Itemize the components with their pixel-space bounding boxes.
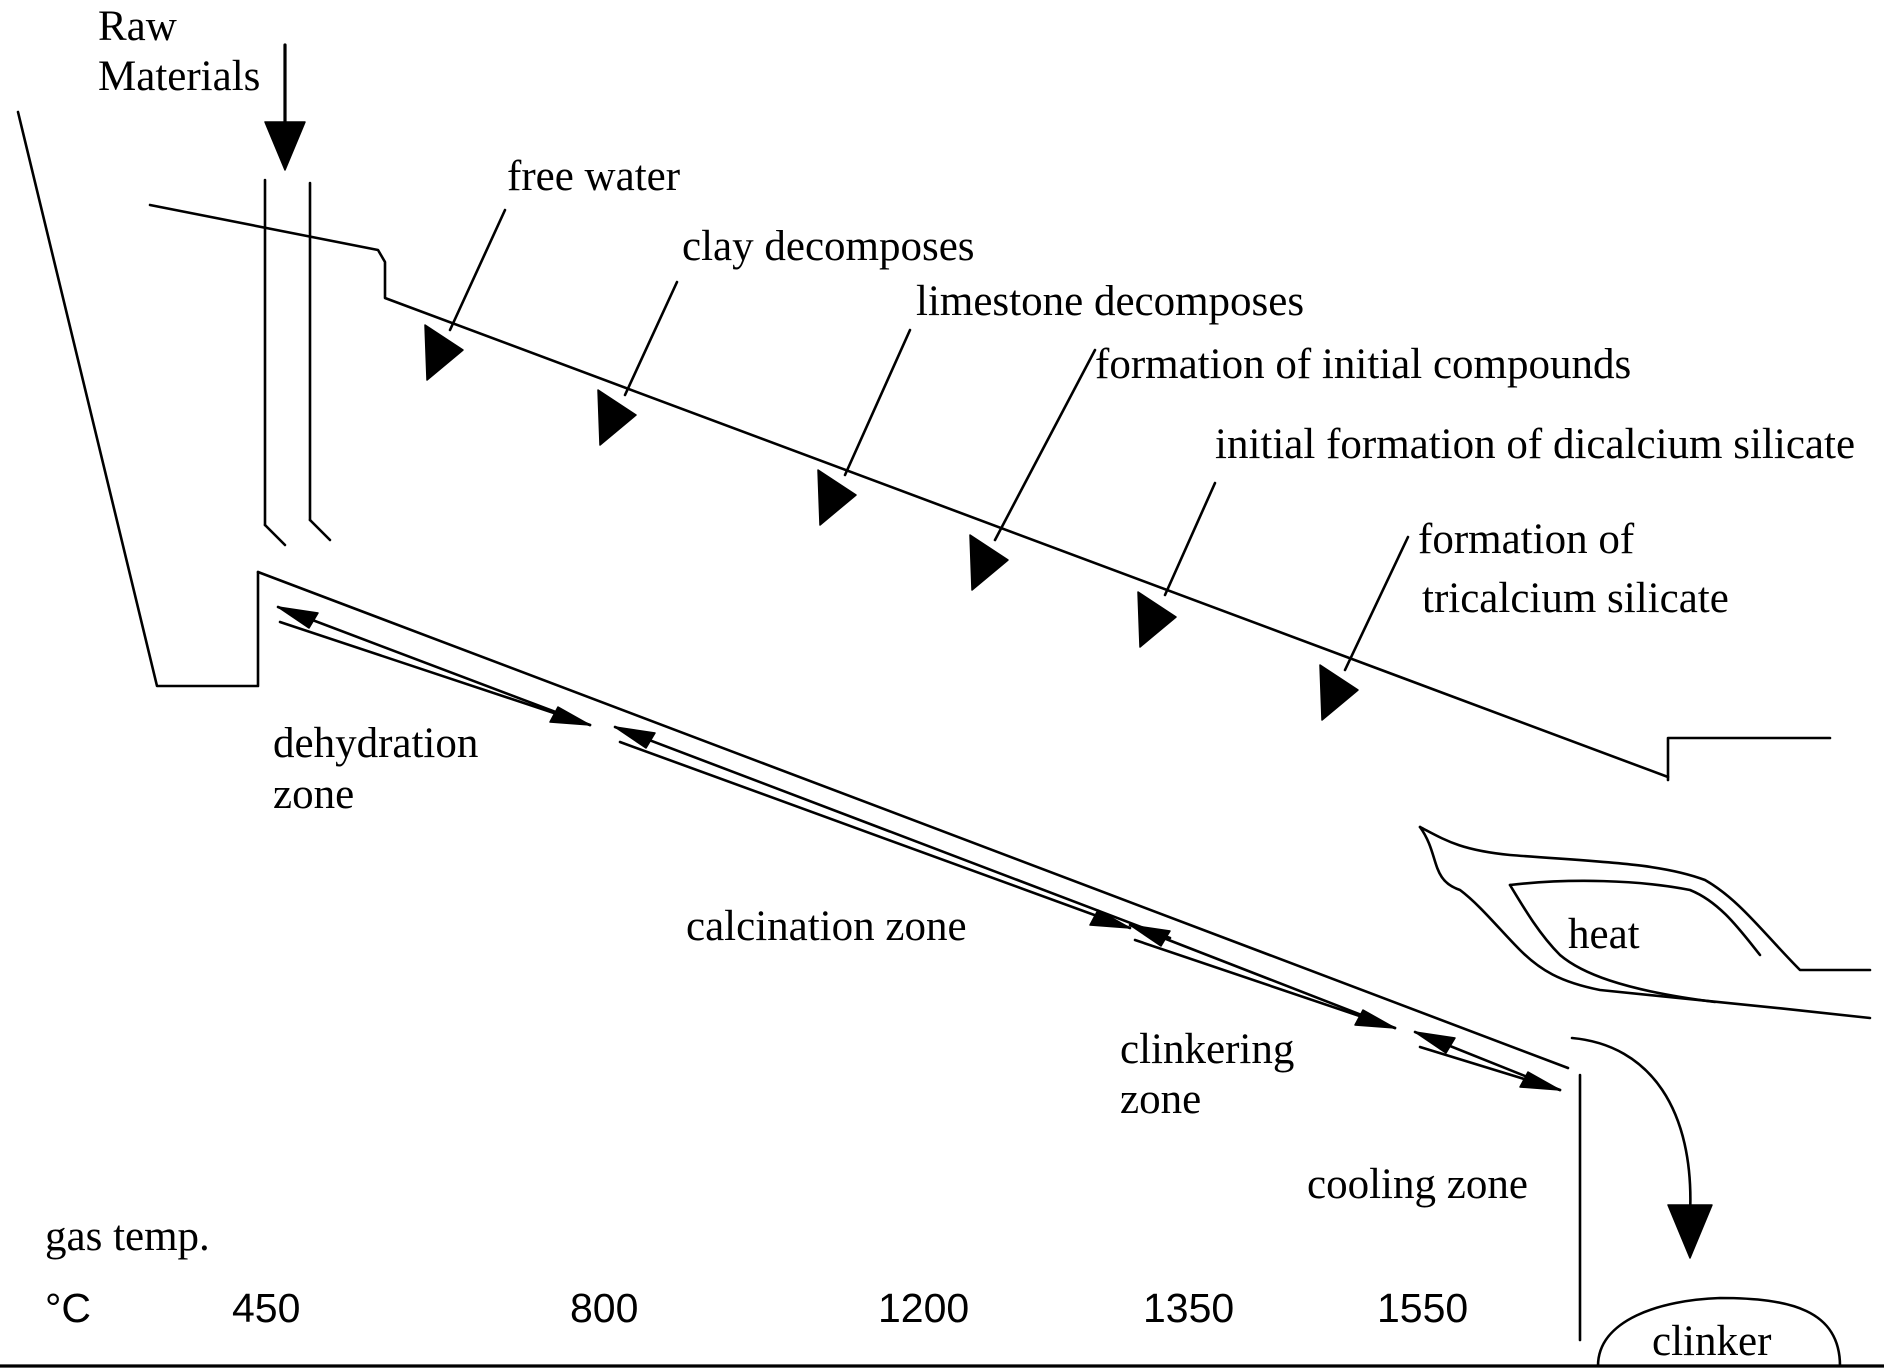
calcination-zone-label: calcination zone xyxy=(686,903,967,950)
feed-chute xyxy=(263,178,332,547)
raw-materials-label: Raw xyxy=(98,3,177,50)
tricalcium-label: formation of xyxy=(1418,516,1635,563)
free-water-label: free water xyxy=(507,153,680,200)
clinkering-zone-label-2: zone xyxy=(1120,1076,1201,1123)
limestone-decomposes-marker xyxy=(817,469,857,526)
temp-value: 450 xyxy=(232,1285,300,1331)
gas-temp-label: gas temp. xyxy=(45,1213,210,1260)
temp-unit-label: °C xyxy=(45,1285,91,1331)
kiln-upper-wall xyxy=(148,203,1670,779)
temp-value: 1550 xyxy=(1377,1285,1468,1331)
dicalcium-label: initial formation of dicalcium silicate xyxy=(1215,421,1855,468)
dehydration-zone-arrow xyxy=(276,605,592,727)
tricalcium-marker xyxy=(1319,664,1359,721)
raw-materials-arrow xyxy=(264,43,306,171)
initial-compounds-marker xyxy=(969,534,1009,591)
kiln-lower-wall xyxy=(256,570,1570,1070)
raw-materials-label-2: Materials xyxy=(98,53,260,100)
cooling-zone-label: cooling zone xyxy=(1307,1161,1528,1208)
calcination-zone-arrow xyxy=(613,725,1172,940)
initial-compounds-label: formation of initial compounds xyxy=(1095,341,1631,388)
clinkering-zone-arrow xyxy=(1128,923,1397,1030)
clinker-discharge-arrow xyxy=(1570,1036,1713,1259)
clinkering-zone-label: clinkering xyxy=(1120,1026,1294,1073)
clay-decomposes-label: clay decomposes xyxy=(682,223,975,270)
reaction-pointers xyxy=(424,208,1410,721)
clinker-label: clinker xyxy=(1652,1318,1771,1365)
zone-arrows xyxy=(276,605,1562,1092)
temp-value: 1350 xyxy=(1143,1285,1234,1331)
burner-outlet xyxy=(1666,736,1832,782)
clinker-pile xyxy=(1596,1296,1842,1368)
limestone-decomposes-label: limestone decomposes xyxy=(916,278,1304,325)
temp-value: 1200 xyxy=(878,1285,969,1331)
feed-chamber xyxy=(16,110,260,688)
cooling-zone-arrow xyxy=(1413,1030,1562,1092)
free-water-marker xyxy=(424,324,464,381)
dehydration-zone-label: dehydration xyxy=(273,720,478,767)
clay-decomposes-marker xyxy=(597,389,637,446)
temp-value: 800 xyxy=(570,1285,638,1331)
dicalcium-marker xyxy=(1137,591,1177,648)
labels: Raw Materials free water clay decomposes… xyxy=(98,3,1855,1365)
heat-label: heat xyxy=(1568,911,1640,958)
dehydration-zone-label-2: zone xyxy=(273,771,354,818)
heat-flame-icon xyxy=(1418,825,1872,1020)
temperature-scale: gas temp. °C 450 800 1200 1350 1550 xyxy=(45,1213,1468,1331)
tricalcium-label-2: tricalcium silicate xyxy=(1422,575,1729,622)
